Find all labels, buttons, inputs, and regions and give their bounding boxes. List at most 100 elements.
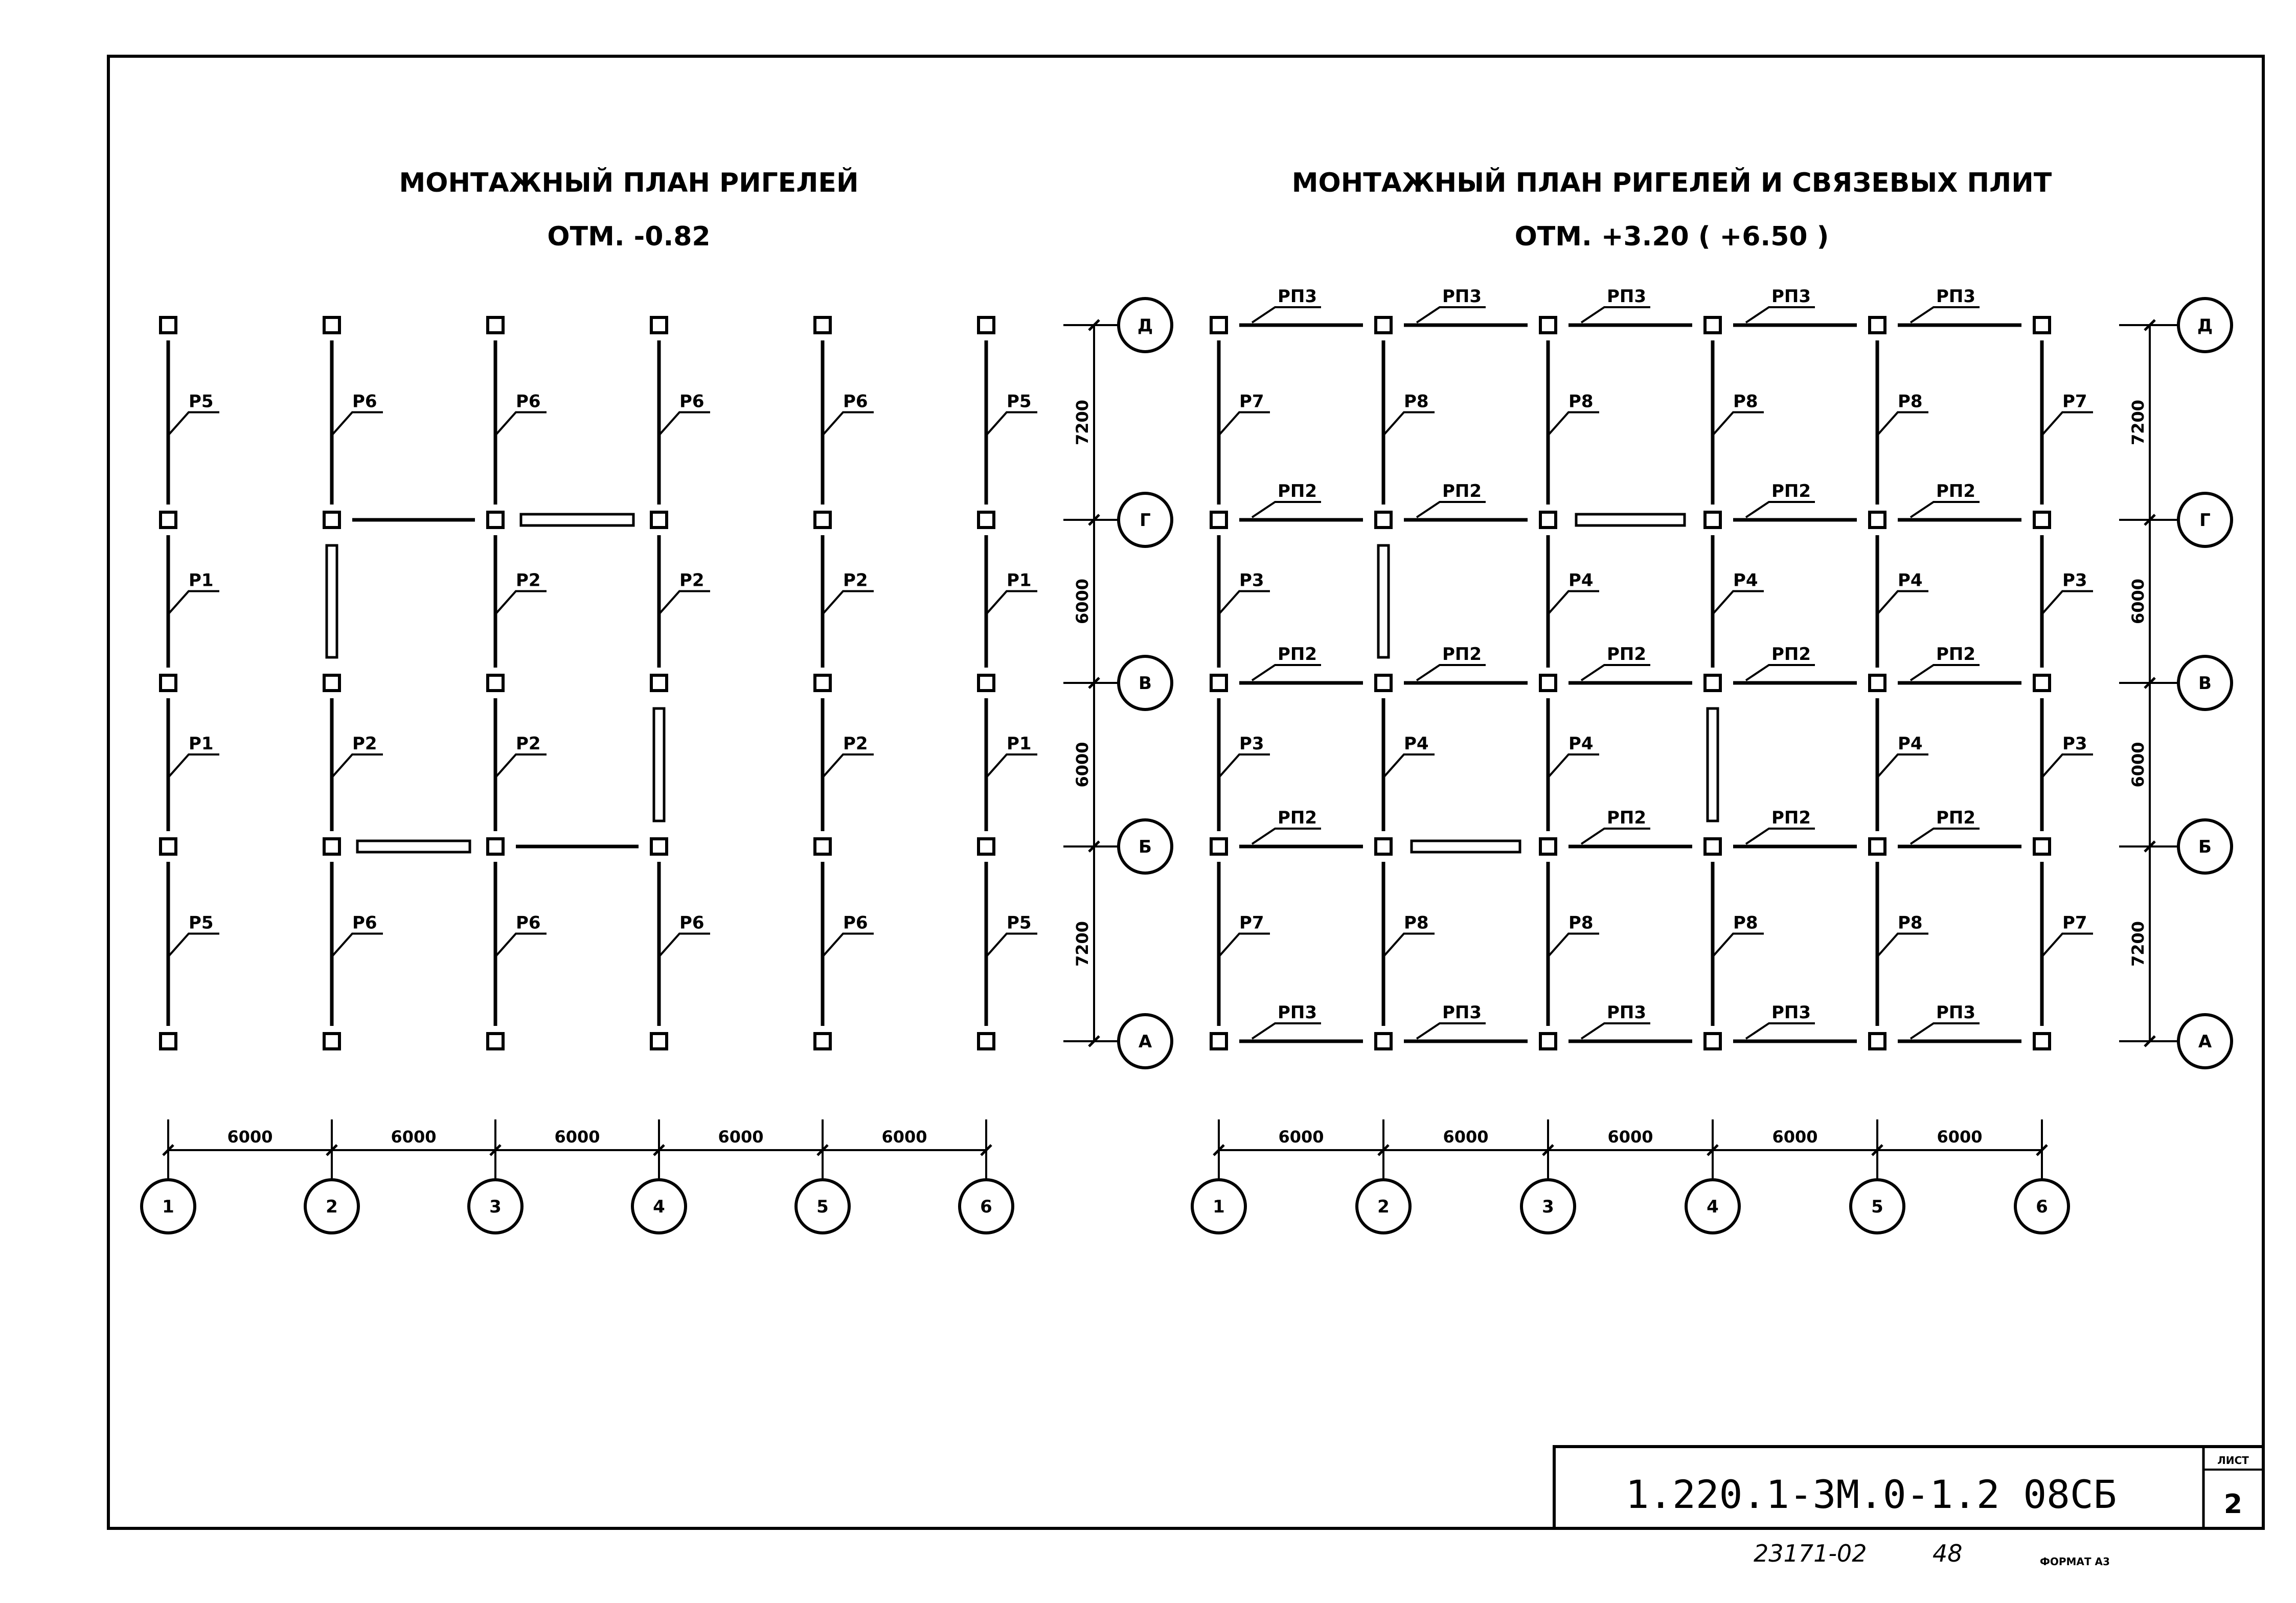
dimension-value: 6000 [881,1127,927,1147]
axis-label-x: 2 [326,1197,338,1217]
dimension-value: 6000 [227,1127,272,1147]
beam-label: Р8 [1568,913,1594,933]
leader-line [1218,411,1270,436]
column-square [486,837,505,856]
beam-label: Р4 [1568,734,1594,754]
beam-label: Р3 [1239,570,1264,591]
sheet-label: ЛИСТ [2217,1454,2249,1467]
column-square [1703,837,1722,856]
leader-line [1416,501,1486,518]
leader-line [1876,590,1928,615]
dimension-slash [1871,1144,1883,1156]
axis-label-y: Б [1139,837,1152,857]
axis-label-x: 4 [653,1197,665,1217]
axis-label-x: 3 [1542,1197,1554,1217]
axis-bubble [2177,655,2233,711]
left-plan-elevation: ОТМ. -0.82 [547,221,710,252]
plate-label: РП2 [1936,481,1975,501]
leader-line [1712,590,1764,615]
column-square [977,316,995,334]
leader-line [1218,753,1270,778]
dimension-value-vertical: 6000 [1073,579,1092,624]
beam-label: Р8 [1404,913,1429,933]
leader-line [2041,590,2093,615]
leader-line [985,932,1037,957]
column-square [1539,316,1557,334]
axis-bubble [631,1178,687,1234]
beam-label: Р2 [516,570,541,591]
column-square [2033,316,2051,334]
axis-bubble [1685,1178,1741,1234]
leader-line [2041,753,2093,778]
dimension-value-vertical: 6000 [2128,579,2148,624]
axis-label-x: 1 [1213,1197,1225,1217]
beam-label: Р2 [843,734,868,754]
leader-line [1580,1022,1650,1040]
column-square [486,316,505,334]
dimension-slash [2144,677,2156,689]
column-square [1539,837,1557,856]
dimension-value: 6000 [1937,1127,1982,1147]
column-square [1703,674,1722,692]
axis-bubble [2177,492,2233,548]
axis-label-x: 2 [1377,1197,1390,1217]
dimension-slash [1088,677,1100,689]
dimension-slash [1088,319,1100,331]
axis-bubble [2177,1013,2233,1069]
column-square [159,674,177,692]
dimension-value-vertical: 7200 [1073,921,1092,967]
leader-line [658,932,710,957]
right-plan-elevation: ОТМ. +3.20 ( +6.50 ) [1515,221,1829,252]
axis-label-y: В [2198,673,2212,694]
dimension-slash [326,1144,338,1156]
axis-label-y: Б [2198,837,2212,857]
beam-label: Р2 [352,734,377,754]
axis-bubble [2177,818,2233,875]
leader-line [985,753,1037,778]
axis-bubble [1520,1178,1576,1234]
leader-line [1251,1022,1321,1040]
column-square [1868,316,1886,334]
title-block-frame [1553,1445,2265,1530]
beam-label: Р6 [352,913,377,933]
leader-line [822,590,874,615]
beam-label: Р4 [1568,570,1594,591]
axis-bubble [1117,818,1173,875]
dimension-value: 6000 [1278,1127,1324,1147]
axis-bubble [140,1178,196,1234]
leader-line [167,590,219,615]
tie-plate-box [1575,513,1686,527]
axis-label-x: 1 [162,1197,174,1217]
axis-label-x: 4 [1707,1197,1719,1217]
dimension-slash [2144,840,2156,853]
leader-line [167,753,219,778]
column-square [813,674,832,692]
dimension-slash [2144,1035,2156,1047]
dimension-slash [1088,514,1100,526]
beam-label: Р7 [1239,913,1264,933]
beam-label: Р5 [1007,913,1032,933]
leader-line [1382,932,1435,957]
axis-label-y: А [1139,1032,1152,1052]
axis-label-y: Д [2197,315,2213,336]
column-square [1868,1032,1886,1050]
leader-line [331,932,383,957]
beam-label: Р5 [189,392,214,412]
axis-bubble [467,1178,524,1234]
plate-label: РП2 [1936,808,1975,828]
leader-line [1876,932,1928,957]
column-square [159,511,177,529]
column-square [650,511,668,529]
dimension-value-vertical: 6000 [2128,742,2148,787]
column-square [2033,1032,2051,1050]
column-square [977,511,995,529]
leader-line [331,753,383,778]
dimension-slash [162,1144,174,1156]
column-square [323,837,341,856]
plate-label: РП2 [1607,808,1646,828]
plate-label: РП2 [1771,808,1811,828]
axis-label-y: Г [2199,510,2211,531]
beam-label: Р1 [1007,570,1032,591]
dimension-slash [1377,1144,1390,1156]
